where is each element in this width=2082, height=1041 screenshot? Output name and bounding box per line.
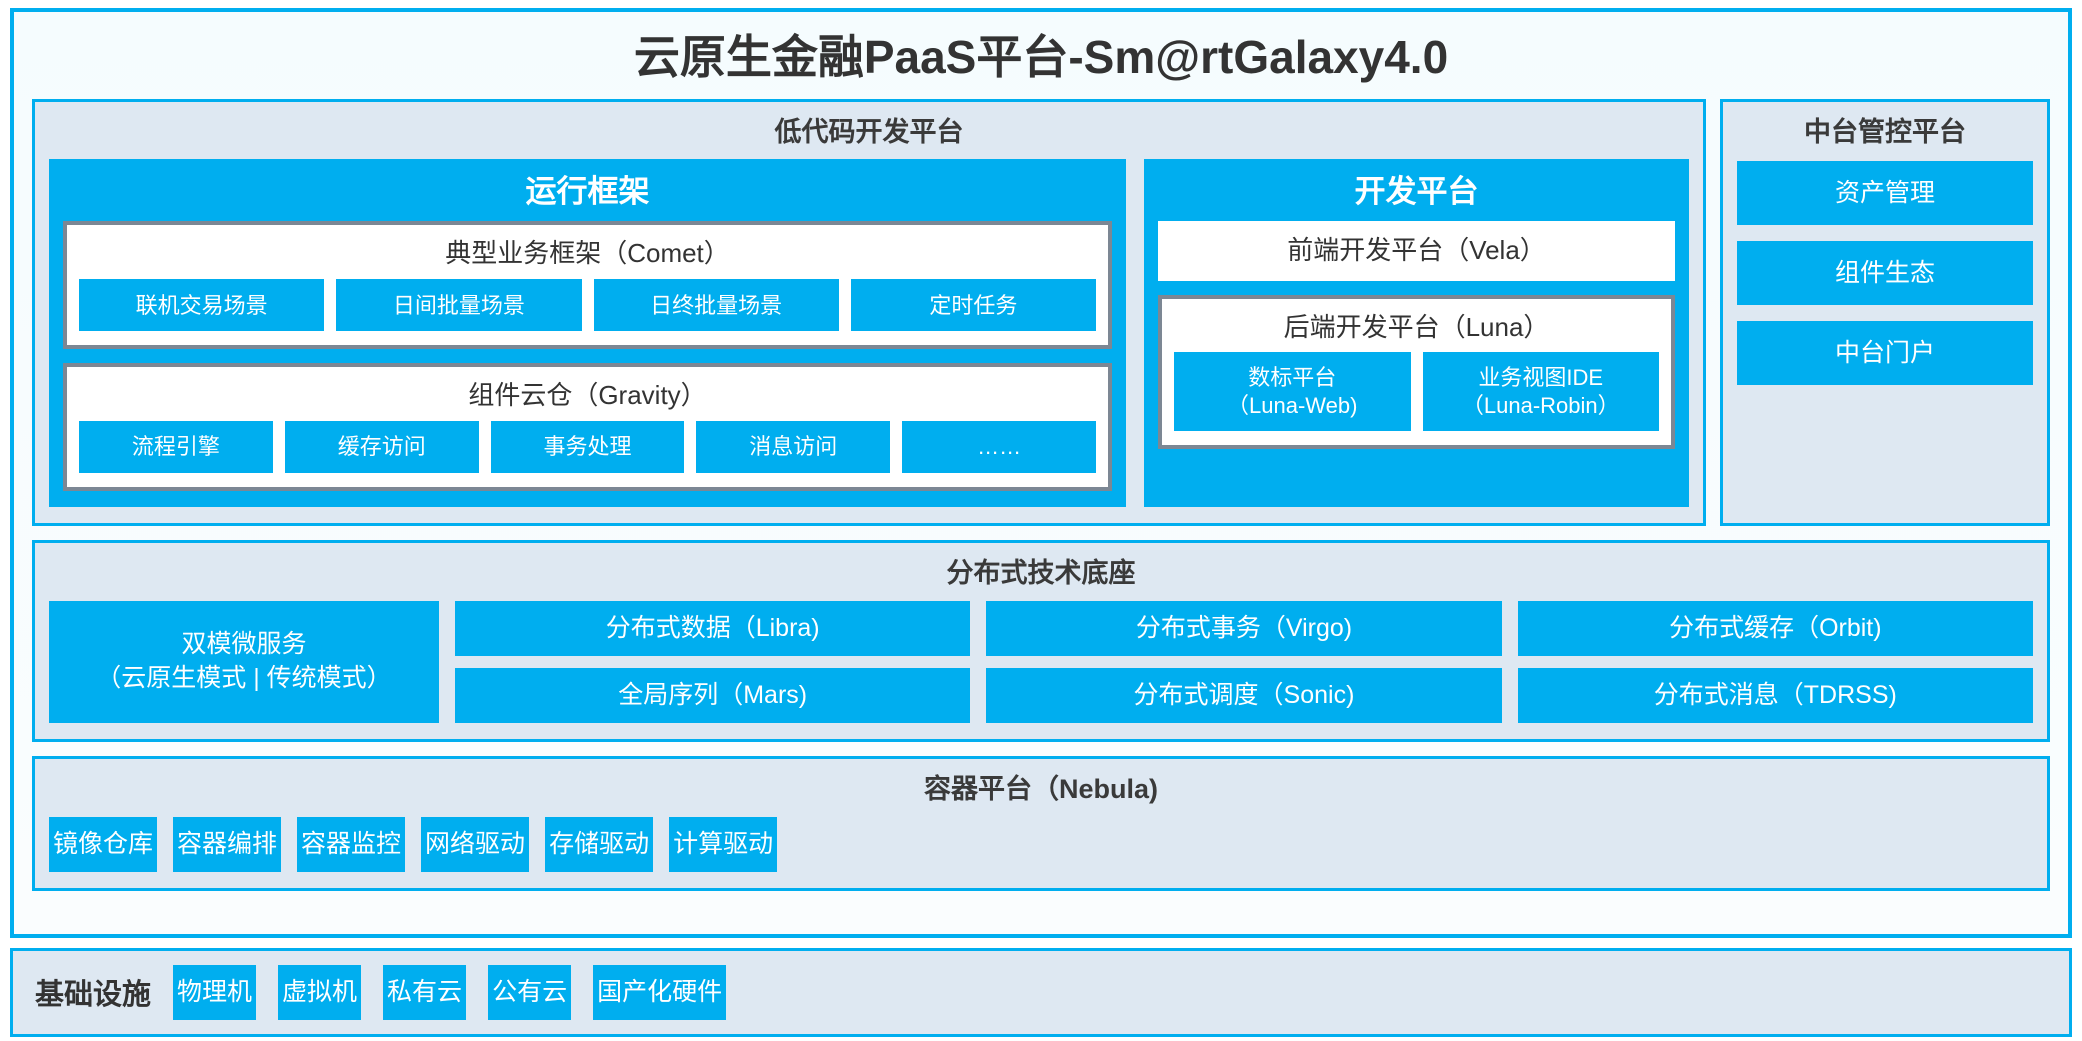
mgmt-item-portal[interactable]: 中台门户 bbox=[1737, 321, 2033, 386]
runtime-framework-title: 运行框架 bbox=[525, 174, 650, 210]
infrastructure-item-physical-machine[interactable]: 物理机 bbox=[173, 964, 257, 1020]
luna-robin-line2: （Luna-Robin） bbox=[1461, 392, 1620, 418]
luna-web-line1: 数标平台 bbox=[1248, 365, 1337, 391]
mgmt-item-component-ecosystem[interactable]: 组件生态 bbox=[1737, 241, 2033, 306]
distributed-item-virgo[interactable]: 分布式事务（Virgo) bbox=[986, 600, 1502, 657]
lowcode-platform-body: 运行框架 典型业务框架（Comet） 联机交易场景 日间批量场景 日终批量场景 … bbox=[49, 159, 1689, 508]
infrastructure-item-public-cloud[interactable]: 公有云 bbox=[488, 964, 572, 1020]
top-region: 低代码开发平台 运行框架 典型业务框架（Comet） 联机交易场景 日间批量场景 bbox=[32, 98, 2050, 527]
distributed-item-sonic[interactable]: 分布式调度（Sonic) bbox=[986, 668, 1502, 724]
development-platform-title: 开发平台 bbox=[1354, 174, 1479, 210]
gravity-title: 组件云仓（Gravity） bbox=[468, 380, 707, 411]
container-platform-title: 容器平台（Nebula) bbox=[923, 774, 1158, 805]
lowcode-platform-title: 低代码开发平台 bbox=[774, 116, 964, 147]
dual-mode-line2: （云原生模式 | 传统模式） bbox=[96, 664, 392, 693]
comet-item[interactable]: 联机交易场景 bbox=[79, 279, 325, 332]
container-item-compute-driver[interactable]: 计算驱动 bbox=[669, 817, 778, 873]
backend-platform-items: 数标平台 （Luna-Web) 业务视图IDE （Luna-Robin） bbox=[1174, 352, 1659, 432]
platform-main-frame: 云原生金融PaaS平台-Sm@rtGalaxy4.0 低代码开发平台 运行框架 … bbox=[10, 8, 2072, 938]
comet-item[interactable]: 日间批量场景 bbox=[336, 279, 582, 332]
backend-platform-luna-title: 后端开发平台（Luna） bbox=[1283, 311, 1550, 342]
luna-web-line2: （Luna-Web) bbox=[1227, 392, 1358, 418]
management-platform-panel: 中台管控平台 资产管理 组件生态 中台门户 bbox=[1720, 98, 2050, 527]
runtime-framework-box: 运行框架 典型业务框架（Comet） 联机交易场景 日间批量场景 日终批量场景 … bbox=[49, 159, 1126, 508]
mgmt-item-asset[interactable]: 资产管理 bbox=[1737, 161, 2033, 226]
container-item-orchestration[interactable]: 容器编排 bbox=[173, 817, 282, 873]
infrastructure-item-domestic-hardware[interactable]: 国产化硬件 bbox=[593, 964, 727, 1020]
management-platform-items: 资产管理 组件生态 中台门户 bbox=[1737, 159, 2033, 386]
container-item-storage-driver[interactable]: 存储驱动 bbox=[545, 817, 654, 873]
dual-mode-microservice-item[interactable]: 双模微服务 （云原生模式 | 传统模式） bbox=[49, 600, 439, 724]
development-platform-box: 开发平台 前端开发平台（Vela） 后端开发平台（Luna） 数标平台 （Lu bbox=[1144, 159, 1689, 508]
dual-mode-microservice-wrapper: 双模微服务 （云原生模式 | 传统模式） bbox=[49, 600, 439, 724]
infrastructure-item-virtual-machine[interactable]: 虚拟机 bbox=[278, 964, 362, 1020]
gravity-item[interactable]: 事务处理 bbox=[490, 421, 685, 474]
management-platform-title: 中台管控平台 bbox=[1804, 116, 1966, 147]
distributed-column-2: 分布式事务（Virgo) 分布式调度（Sonic) bbox=[986, 600, 1502, 724]
distributed-item-tdrss[interactable]: 分布式消息（TDRSS) bbox=[1517, 668, 2033, 724]
container-platform-panel: 容器平台（Nebula) 镜像仓库 容器编排 容器监控 网络驱动 存储驱动 计算… bbox=[32, 756, 2050, 892]
page-title: 云原生金融PaaS平台-Sm@rtGalaxy4.0 bbox=[633, 31, 1449, 83]
comet-item[interactable]: 定时任务 bbox=[850, 279, 1096, 332]
container-item-monitoring[interactable]: 容器监控 bbox=[297, 817, 406, 873]
lowcode-platform-panel: 低代码开发平台 运行框架 典型业务框架（Comet） 联机交易场景 日间批量场景 bbox=[32, 98, 1706, 527]
dual-mode-line1: 双模微服务 bbox=[181, 630, 307, 659]
distributed-column-1: 分布式数据（Libra) 全局序列（Mars) bbox=[455, 600, 971, 724]
backend-platform-luna-box: 后端开发平台（Luna） 数标平台 （Luna-Web) bbox=[1158, 294, 1675, 450]
luna-web-item[interactable]: 数标平台 （Luna-Web) bbox=[1174, 352, 1411, 432]
distributed-column-3: 分布式缓存（Orbit) 分布式消息（TDRSS) bbox=[1517, 600, 2033, 724]
distributed-item-libra[interactable]: 分布式数据（Libra) bbox=[455, 600, 971, 657]
container-platform-items: 镜像仓库 容器编排 容器监控 网络驱动 存储驱动 计算驱动 bbox=[49, 817, 2033, 873]
luna-robin-line1: 业务视图IDE bbox=[1478, 365, 1604, 391]
gravity-item[interactable]: 消息访问 bbox=[696, 421, 891, 474]
infrastructure-panel: 基础设施 物理机 虚拟机 私有云 公有云 国产化硬件 bbox=[10, 947, 2072, 1037]
container-item-network-driver[interactable]: 网络驱动 bbox=[421, 817, 530, 873]
luna-robin-item[interactable]: 业务视图IDE （Luna-Robin） bbox=[1422, 352, 1659, 432]
infrastructure-label: 基础设施 bbox=[35, 979, 152, 1012]
distributed-foundation-body: 双模微服务 （云原生模式 | 传统模式） 分布式数据（Libra) 全局序列（M… bbox=[49, 600, 2033, 724]
comet-items: 联机交易场景 日间批量场景 日终批量场景 定时任务 bbox=[79, 279, 1096, 332]
gravity-item[interactable]: 流程引擎 bbox=[79, 421, 273, 474]
container-item-image-registry[interactable]: 镜像仓库 bbox=[49, 817, 158, 873]
comet-box: 典型业务框架（Comet） 联机交易场景 日间批量场景 日终批量场景 定时任务 bbox=[63, 221, 1112, 350]
gravity-item[interactable]: 缓存访问 bbox=[284, 421, 479, 474]
distributed-foundation-title: 分布式技术底座 bbox=[946, 558, 1136, 589]
frontend-platform-vela[interactable]: 前端开发平台（Vela） bbox=[1158, 221, 1675, 281]
comet-title: 典型业务框架（Comet） bbox=[445, 238, 730, 269]
infrastructure-item-private-cloud[interactable]: 私有云 bbox=[383, 964, 467, 1020]
distributed-foundation-panel: 分布式技术底座 双模微服务 （云原生模式 | 传统模式） 分布式数据（Libra… bbox=[32, 540, 2050, 743]
infrastructure-items: 物理机 虚拟机 私有云 公有云 国产化硬件 bbox=[173, 964, 2047, 1020]
gravity-items: 流程引擎 缓存访问 事务处理 消息访问 …… bbox=[79, 421, 1096, 474]
gravity-box: 组件云仓（Gravity） 流程引擎 缓存访问 事务处理 消息访问 …… bbox=[63, 363, 1112, 492]
distributed-item-mars[interactable]: 全局序列（Mars) bbox=[455, 668, 971, 724]
runtime-framework-groups: 典型业务框架（Comet） 联机交易场景 日间批量场景 日终批量场景 定时任务 … bbox=[63, 221, 1112, 492]
gravity-item-ellipsis[interactable]: …… bbox=[902, 421, 1096, 474]
comet-item[interactable]: 日终批量场景 bbox=[593, 279, 839, 332]
development-platform-groups: 前端开发平台（Vela） 后端开发平台（Luna） 数标平台 （Luna-Web… bbox=[1158, 221, 1675, 450]
distributed-item-orbit[interactable]: 分布式缓存（Orbit) bbox=[1517, 600, 2033, 657]
